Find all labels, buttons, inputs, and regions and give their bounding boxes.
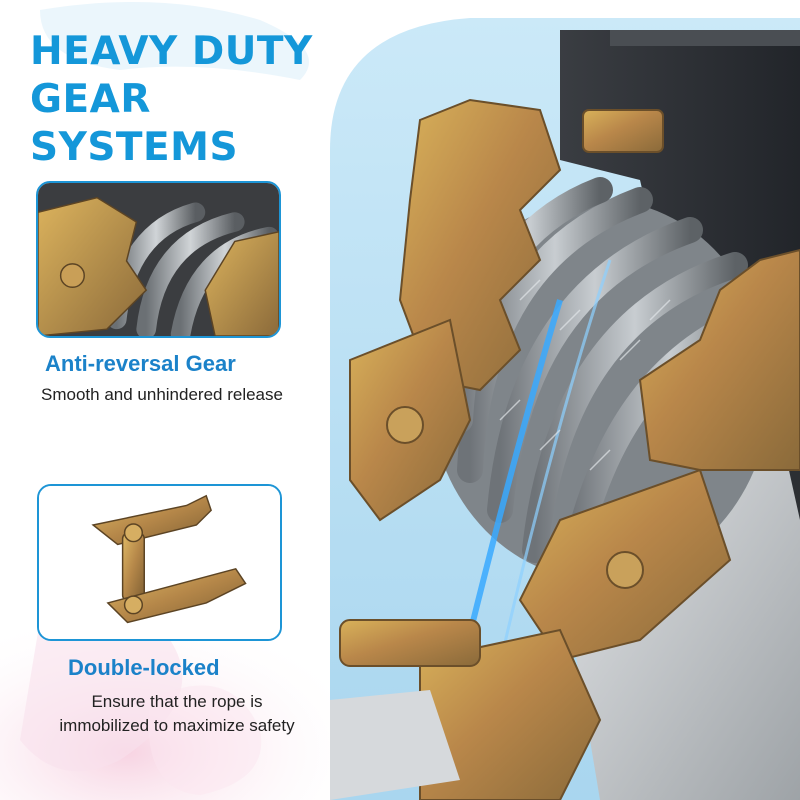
feature-title-double-locked: Double-locked xyxy=(68,655,220,680)
title-line-2: GEAR SYSTEMS xyxy=(30,77,239,170)
title-line-1: HEAVY DUTY xyxy=(30,29,313,74)
feature-desc-double-locked: Ensure that the rope is immobilized to m… xyxy=(32,690,322,738)
double-locked-image xyxy=(37,484,282,641)
feature-desc-double-locked-line-1: Ensure that the rope is xyxy=(91,692,263,711)
page-title: HEAVY DUTY GEAR SYSTEMS xyxy=(30,28,360,172)
feature-title-anti-reversal: Anti-reversal Gear xyxy=(45,351,236,376)
feature-desc-double-locked-line-2: immobilized to maximize safety xyxy=(59,716,295,735)
ratchet-gear-closeup-illustration xyxy=(38,183,279,336)
locking-pawl-illustration xyxy=(39,486,280,639)
anti-reversal-gear-image xyxy=(36,181,281,338)
feature-desc-anti-reversal: Smooth and unhindered release xyxy=(41,385,283,404)
